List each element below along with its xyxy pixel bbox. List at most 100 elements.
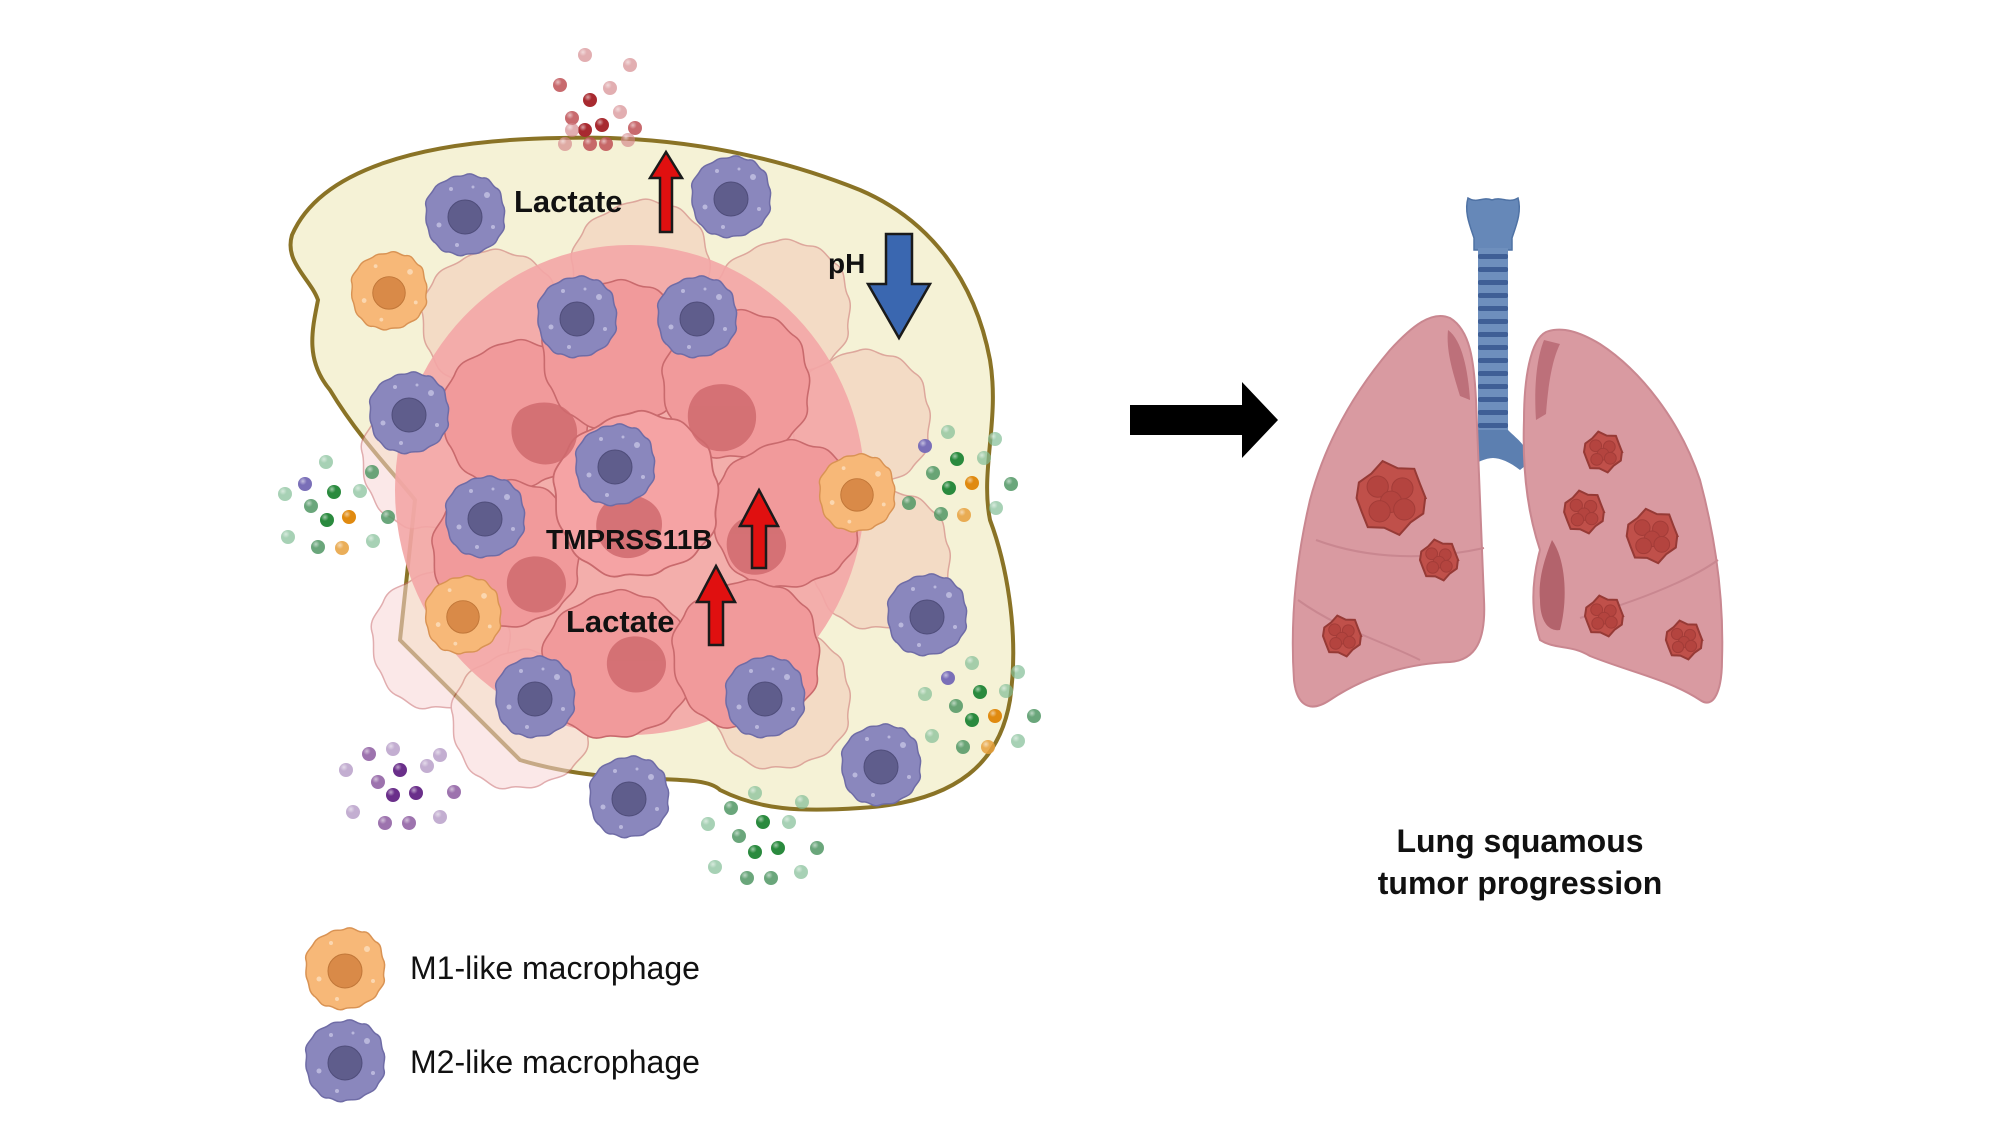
- particle-highlight: [748, 786, 762, 800]
- particle-highlight: [771, 841, 785, 855]
- particle-highlight: [362, 747, 376, 761]
- trachea-ring: [1478, 384, 1508, 389]
- particle-highlight: [433, 748, 447, 762]
- particle-highlight: [1011, 734, 1025, 748]
- particle-highlight: [278, 487, 292, 501]
- particle-highlight: [965, 713, 979, 727]
- cytokine-particles-right: [902, 425, 1018, 522]
- particle-highlight: [708, 860, 722, 874]
- particle-highlight: [942, 481, 956, 495]
- particle-highlight: [371, 775, 385, 789]
- particle-highlight: [578, 48, 592, 62]
- title-line-2: tumor progression: [1377, 865, 1663, 901]
- particle-highlight: [553, 78, 567, 92]
- tumor-nucleus: [606, 636, 666, 693]
- particle-highlight: [583, 93, 597, 107]
- particle-highlight: [613, 105, 627, 119]
- cytokine-particles-right-lower: [918, 656, 1041, 754]
- particle-highlight: [447, 785, 461, 799]
- particle-highlight: [977, 451, 991, 465]
- particle-highlight: [565, 111, 579, 125]
- particle-highlight: [1004, 477, 1018, 491]
- m2-macrophage: [494, 655, 576, 739]
- tumor-nucleus: [596, 495, 662, 559]
- trachea-ring: [1478, 423, 1508, 428]
- particle-highlight: [342, 510, 356, 524]
- particle-highlight: [319, 455, 333, 469]
- trachea-ring: [1478, 267, 1508, 272]
- particle-highlight: [956, 740, 970, 754]
- cytokine-particles-purple: [339, 742, 461, 830]
- particle-highlight: [918, 439, 932, 453]
- m2-macrophage: [724, 655, 806, 739]
- trachea-ring: [1478, 280, 1508, 285]
- m1-macrophage: [350, 250, 428, 331]
- cytokine-particles-left: [278, 455, 395, 555]
- particle-highlight: [281, 530, 295, 544]
- particle-highlight: [810, 841, 824, 855]
- lung-tumor: [1625, 507, 1679, 565]
- lung-tumor: [1418, 538, 1460, 582]
- lungs-illustration: [1291, 196, 1724, 708]
- particle-highlight: [558, 137, 572, 151]
- particle-highlight: [989, 501, 1003, 515]
- lung-tumor: [1321, 614, 1363, 658]
- particle-highlight: [925, 729, 939, 743]
- m1-macrophage: [424, 574, 502, 655]
- title-line-1: Lung squamous: [1396, 823, 1644, 859]
- particle-highlight: [701, 817, 715, 831]
- particle-highlight: [378, 816, 392, 830]
- particle-highlight: [320, 513, 334, 527]
- particle-highlight: [335, 541, 349, 555]
- particle-highlight: [988, 709, 1002, 723]
- particle-highlight: [311, 540, 325, 554]
- particle-highlight: [957, 508, 971, 522]
- tumor-microenvironment-panel: [278, 48, 1041, 885]
- lactate-outer-up-arrow-icon: [647, 149, 685, 234]
- particle-highlight: [794, 865, 808, 879]
- right-panel-title: Lung squamous tumor progression: [1330, 820, 1710, 904]
- lung-tumor: [1664, 619, 1704, 661]
- legend-m2-icon: [304, 1019, 386, 1103]
- trachea-ring: [1478, 371, 1508, 376]
- legend-m1-label: M1-like macrophage: [410, 950, 700, 986]
- particle-highlight: [756, 815, 770, 829]
- m2-macrophage: [444, 475, 526, 559]
- particle-highlight: [764, 871, 778, 885]
- particle-highlight: [973, 685, 987, 699]
- lactate-particles: [553, 48, 642, 151]
- particle-highlight: [795, 795, 809, 809]
- transition-arrow-icon: [1130, 382, 1278, 458]
- particle-highlight: [941, 425, 955, 439]
- particle-highlight: [965, 656, 979, 670]
- particle-highlight: [565, 123, 579, 137]
- m2-macrophage: [588, 755, 670, 839]
- lactate-inner-label: Lactate: [566, 604, 675, 639]
- particle-highlight: [724, 801, 738, 815]
- m1-macrophage: [818, 452, 896, 533]
- particle-highlight: [578, 123, 592, 137]
- particle-highlight: [386, 742, 400, 756]
- legend-m1-icon: [304, 927, 386, 1011]
- trachea-ring: [1478, 358, 1508, 363]
- lung-tumor: [1583, 594, 1625, 638]
- trachea-ring: [1478, 332, 1508, 337]
- trachea-ring: [1478, 397, 1508, 402]
- m2-macrophage: [536, 275, 618, 359]
- particle-highlight: [583, 137, 597, 151]
- tmprss11b-label: TMPRSS11B: [546, 524, 713, 555]
- particle-highlight: [748, 845, 762, 859]
- lactate-inner-up-arrow-icon: [694, 563, 738, 647]
- particle-highlight: [981, 740, 995, 754]
- m2-macrophage: [368, 371, 450, 455]
- trachea-ring: [1478, 319, 1508, 324]
- legend-m2-label: M2-like macrophage: [410, 1044, 700, 1080]
- lung-right: [1522, 328, 1724, 704]
- particle-highlight: [420, 759, 434, 773]
- m2-macrophage: [886, 573, 968, 657]
- particle-highlight: [386, 788, 400, 802]
- lung-tumor: [1563, 489, 1606, 535]
- tumor-nucleus: [687, 384, 757, 452]
- particle-highlight: [298, 477, 312, 491]
- particle-highlight: [339, 763, 353, 777]
